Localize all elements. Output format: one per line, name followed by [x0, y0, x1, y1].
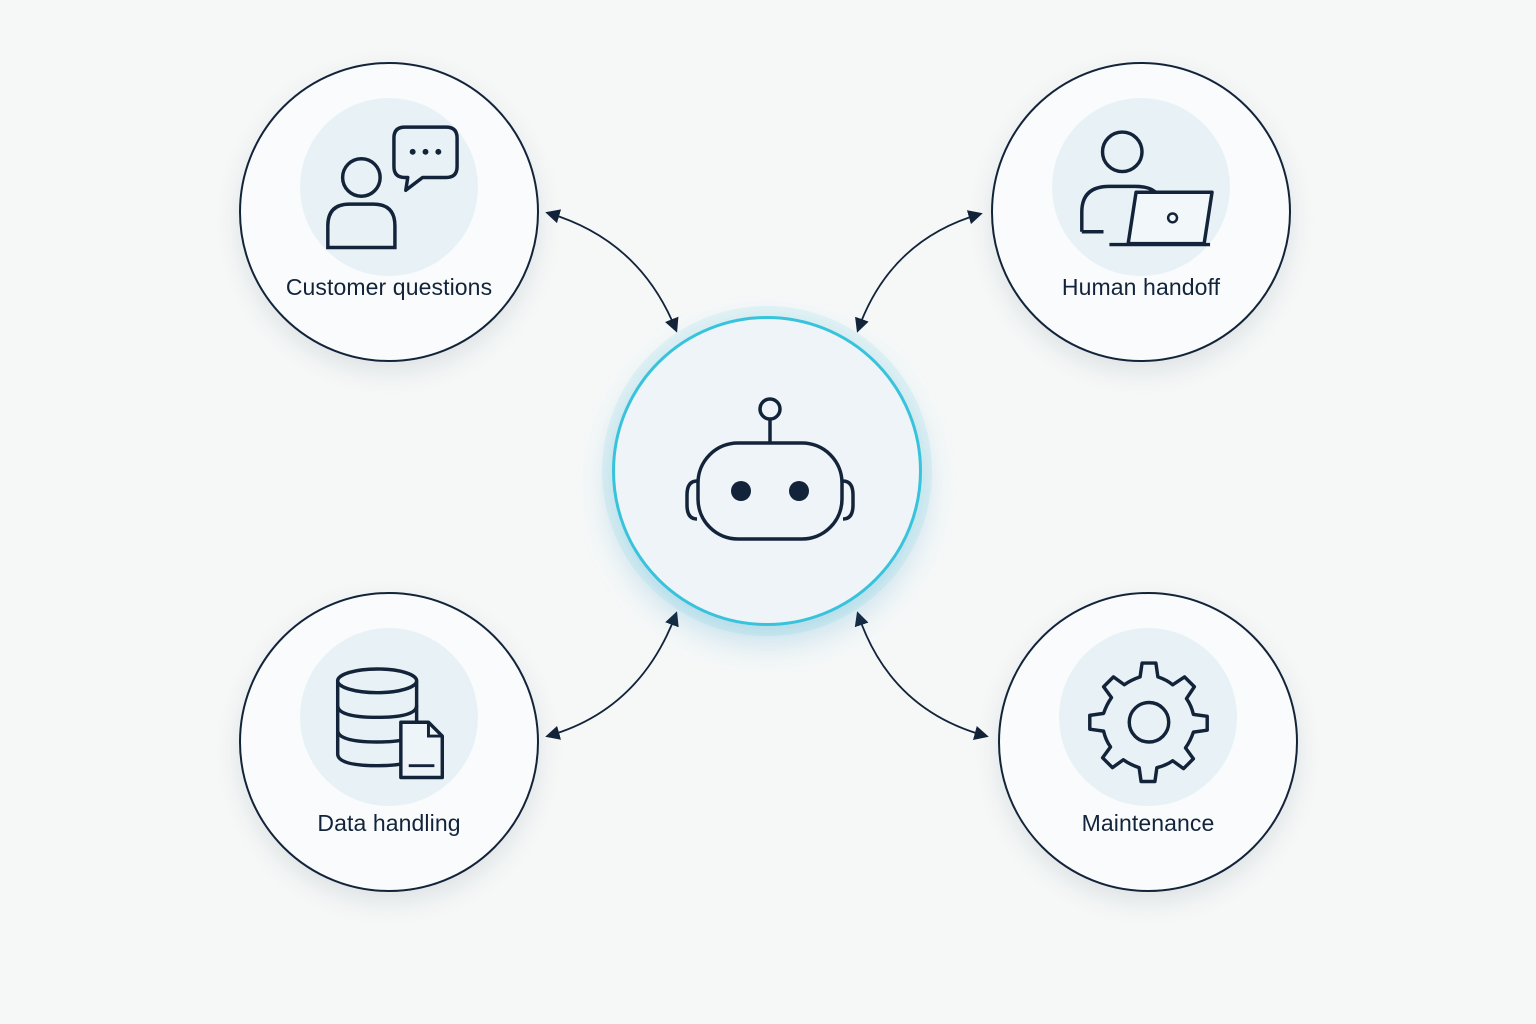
node-label: Customer questions [285, 274, 493, 300]
center-bot-node [612, 316, 922, 626]
arrow-handoff-center [855, 210, 983, 333]
node-label: Human handoff [1061, 274, 1221, 300]
node-label: Maintenance [1081, 810, 1215, 836]
node-label: Data handling [317, 810, 461, 836]
arrow-maintenance-center [854, 611, 989, 740]
node-maintenance: Maintenance [998, 592, 1298, 892]
node-human-handoff: Human handoff [991, 62, 1291, 362]
arrow-customer-center [545, 209, 679, 333]
node-data-handling: Data handling [239, 592, 539, 892]
node-customer-questions: Customer questions [239, 62, 539, 362]
robot-icon [685, 397, 855, 541]
person-chat-bubble-icon [326, 125, 459, 250]
database-document-icon [335, 667, 445, 780]
arrow-data-center [545, 611, 679, 740]
person-laptop-icon [1080, 130, 1214, 247]
gear-icon [1088, 661, 1209, 784]
